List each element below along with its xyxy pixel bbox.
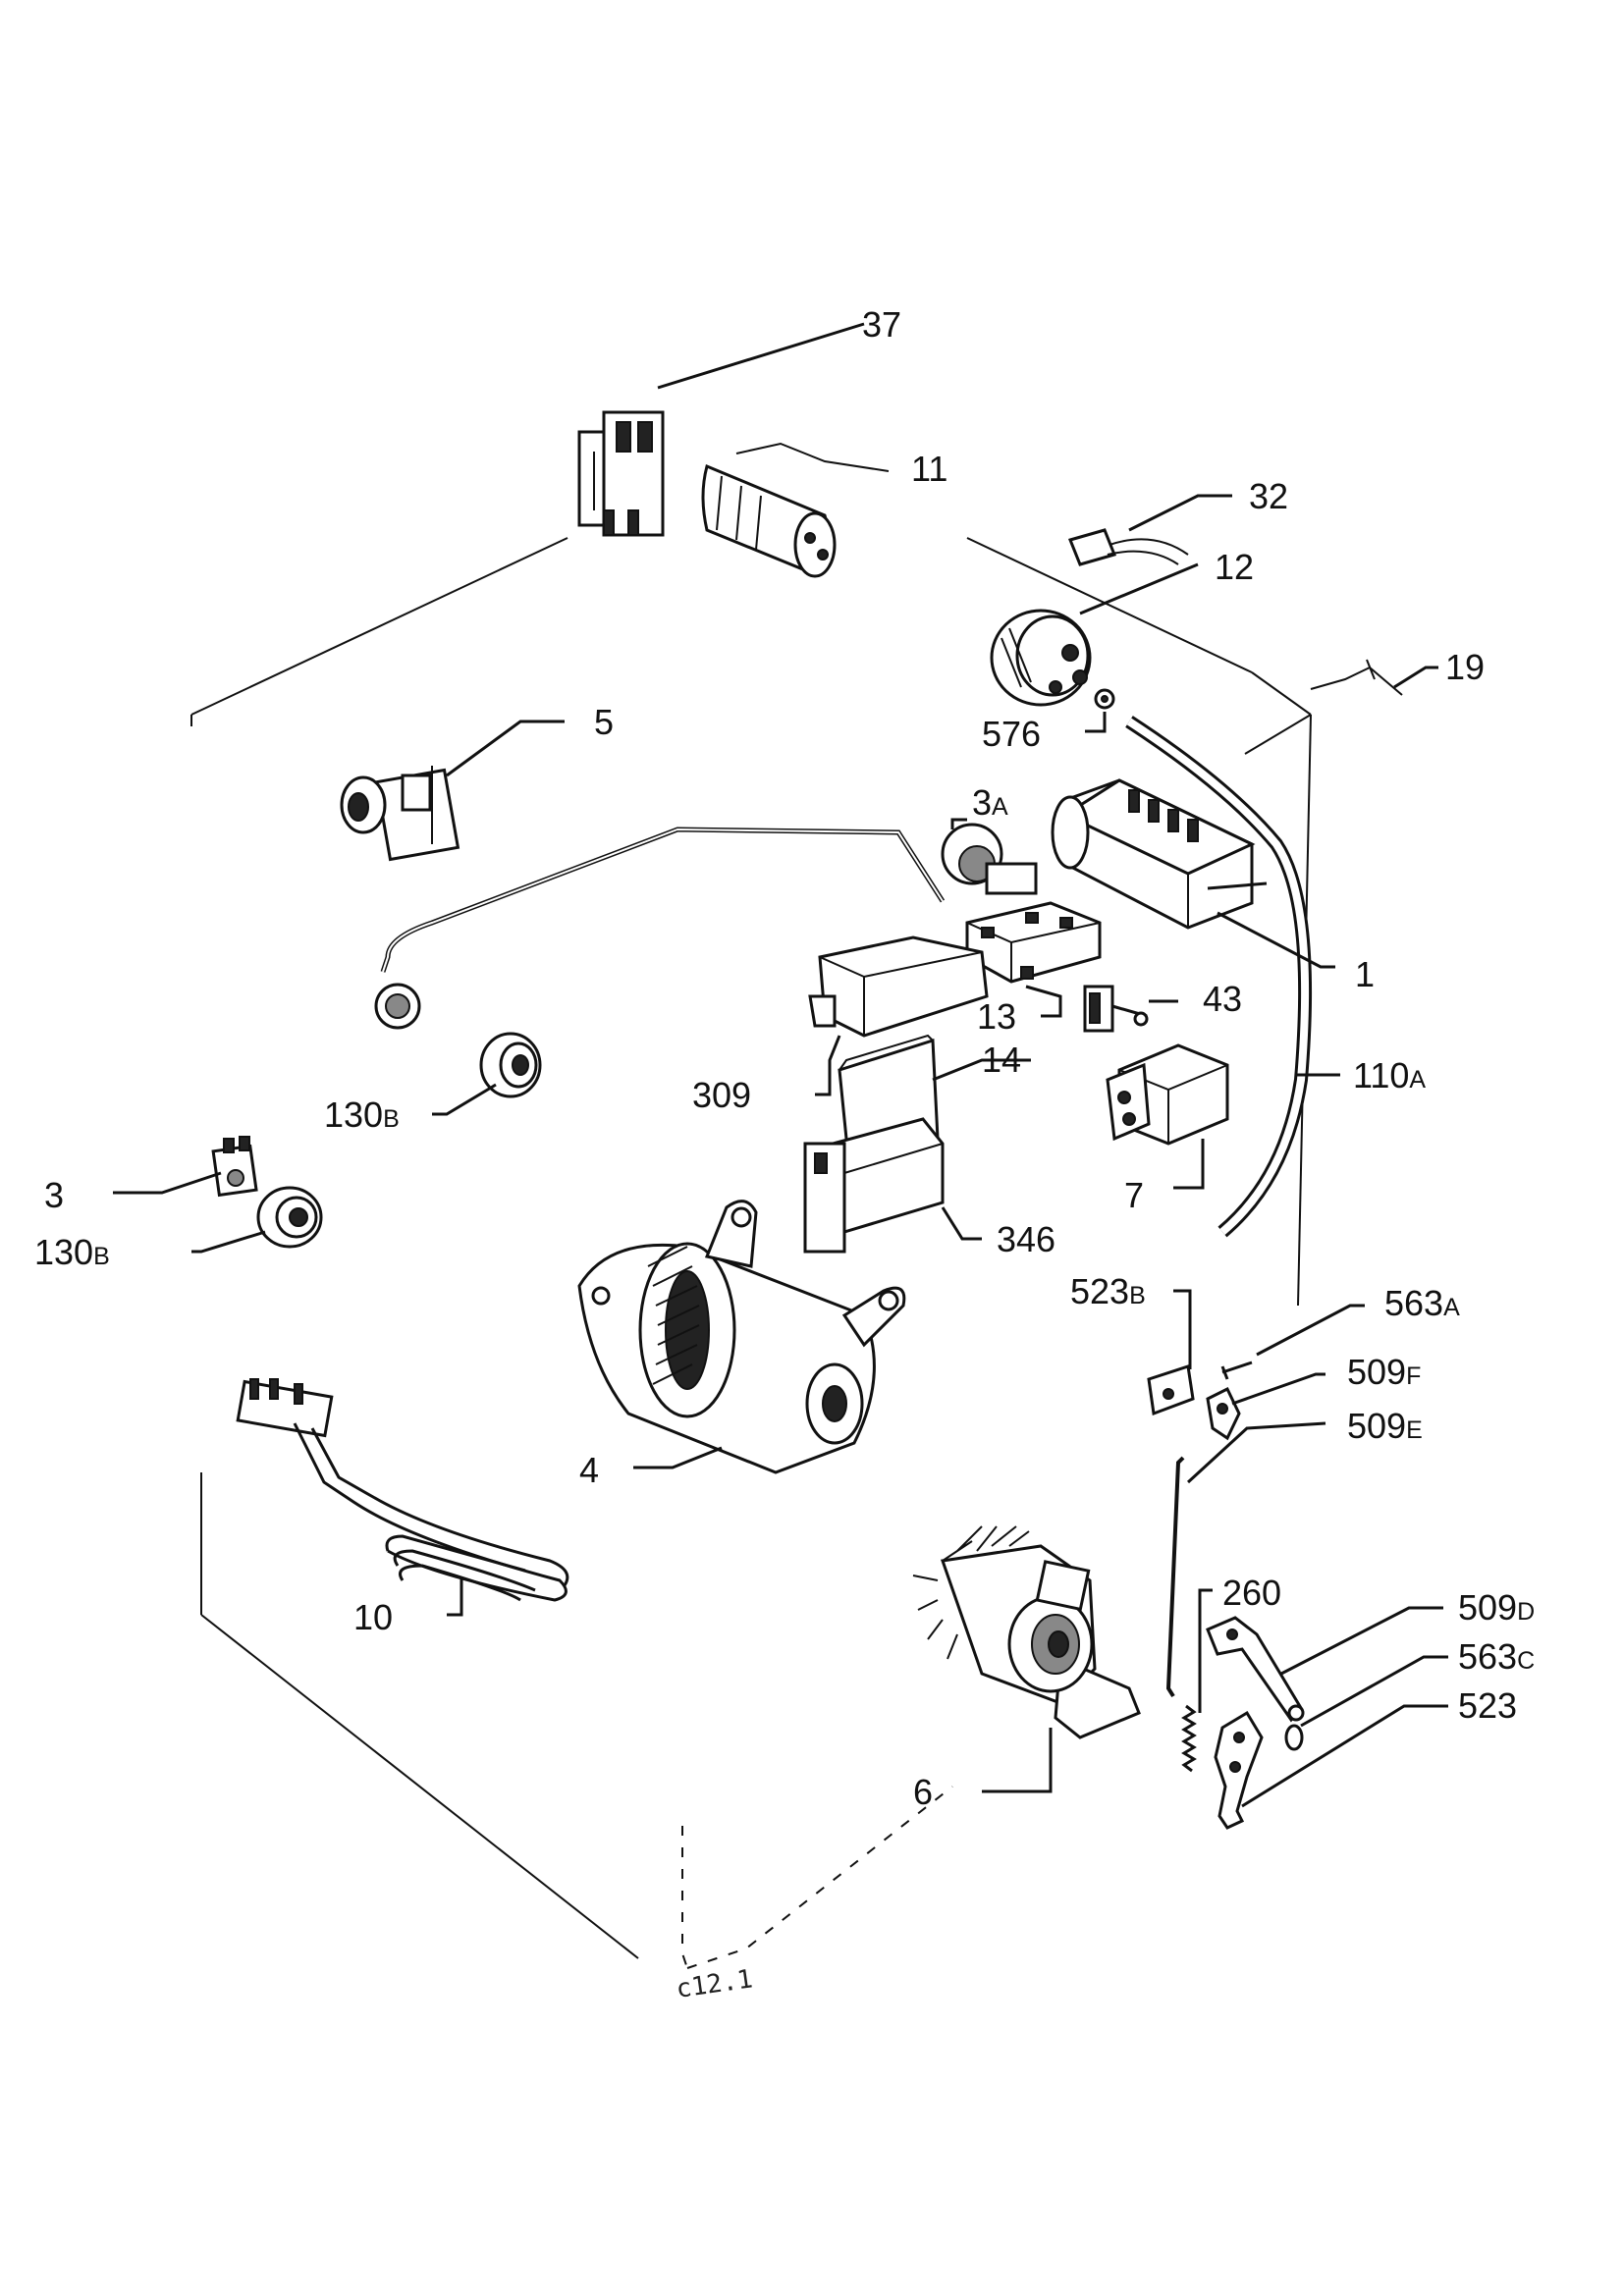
leader-6 (982, 1728, 1053, 1793)
part-37-door-interlock (577, 410, 665, 537)
label-43: 43 (1203, 979, 1242, 1019)
label-7: 7 (1124, 1175, 1144, 1215)
leader-10 (447, 1578, 463, 1617)
label-509e: 509E (1347, 1406, 1423, 1446)
label-6: 6 (913, 1772, 933, 1812)
part-10-heating-element (236, 1378, 569, 1602)
leader-12 (1079, 562, 1199, 615)
part-309-cover (808, 935, 989, 1038)
part-509e-rod (1165, 1456, 1185, 1698)
label-5: 5 (594, 702, 614, 742)
part-4-motor (577, 1200, 906, 1474)
part-130b-grommet-1 (479, 1032, 542, 1098)
label-14: 14 (982, 1040, 1021, 1080)
label-13: 13 (977, 996, 1016, 1037)
leader-346 (941, 1206, 982, 1241)
part-509f-lever (1206, 1386, 1241, 1441)
part-19-bracket (1310, 659, 1403, 696)
leader-509d (1280, 1606, 1443, 1676)
label-130b-2: 130B (34, 1232, 110, 1272)
part-11-capacitor (701, 463, 837, 578)
leader-509f (1231, 1372, 1325, 1406)
part-509d-lever-arm (1206, 1616, 1305, 1723)
label-346: 346 (997, 1219, 1055, 1259)
part-523b-catch (1147, 1364, 1195, 1416)
label-3: 3 (44, 1175, 64, 1215)
label-509d: 509D (1458, 1587, 1535, 1628)
leader-32 (1128, 494, 1232, 532)
leader-563a (1256, 1304, 1365, 1357)
part-12-pressure-switch (990, 609, 1092, 707)
label-576: 576 (982, 714, 1041, 754)
part-130b-grommet-2 (256, 1186, 323, 1249)
label-260: 260 (1222, 1573, 1281, 1613)
label-37: 37 (862, 304, 901, 345)
label-563c: 563C (1458, 1636, 1535, 1677)
label-110a: 110A (1353, 1055, 1426, 1095)
part-7-suppressor (1106, 1043, 1229, 1146)
label-563a: 563A (1384, 1283, 1460, 1323)
label-3a: 3A (972, 782, 1008, 823)
leader-523b (1173, 1289, 1192, 1369)
label-32: 32 (1249, 476, 1288, 516)
leader-13 (1025, 985, 1062, 1018)
part-260-spring (1181, 1704, 1197, 1773)
leader-11 (735, 442, 890, 472)
label-523: 523 (1458, 1685, 1517, 1726)
label-11: 11 (911, 449, 947, 489)
label-309: 309 (692, 1075, 751, 1115)
leader-14 (932, 1058, 1031, 1082)
label-509f: 509F (1347, 1352, 1421, 1392)
part-1-timer (1051, 778, 1268, 930)
leader-130b-2 (191, 1230, 266, 1254)
leader-309 (815, 1035, 841, 1096)
leader-130b-1 (432, 1083, 497, 1116)
leader-576 (1085, 712, 1107, 733)
leader-1 (1217, 911, 1335, 969)
label-130b-1: 130B (324, 1095, 400, 1135)
part-576-nut (1094, 688, 1115, 710)
leader-260 (1198, 1588, 1213, 1713)
leader-3a (950, 818, 967, 829)
leader-37 (657, 322, 865, 390)
label-523b: 523B (1070, 1271, 1146, 1311)
leader-5 (446, 720, 565, 777)
part-346-housing (803, 1117, 945, 1254)
label-1: 1 (1355, 954, 1375, 994)
part-5-thermostat (340, 766, 460, 862)
part-43-switch (1083, 985, 1149, 1033)
leader-563c (1300, 1655, 1448, 1728)
leader-19 (1393, 666, 1438, 689)
part-523-catch-lever (1214, 1710, 1264, 1830)
drawing-reference-code: c12.1 (675, 1964, 755, 2004)
part-3a-thermostat (941, 823, 1038, 895)
leader-509e (1186, 1421, 1326, 1484)
part-capillary-tube (374, 827, 946, 1030)
part-32-clip (1067, 528, 1189, 566)
label-12: 12 (1215, 547, 1254, 587)
label-19: 19 (1445, 647, 1485, 687)
leader-4 (633, 1446, 723, 1469)
leader-7 (1173, 1139, 1205, 1190)
label-10: 10 (353, 1597, 393, 1637)
leader-523 (1241, 1704, 1448, 1808)
part-563a-pin (1220, 1361, 1253, 1380)
part-563c-pin (1284, 1724, 1304, 1751)
part-110a-hose (1125, 716, 1313, 1238)
part-13-switch-block (965, 901, 1102, 984)
part-6-drain-pump (912, 1525, 1141, 1739)
part-3-thermostat (211, 1136, 258, 1198)
label-4: 4 (579, 1450, 599, 1490)
leader-3 (113, 1171, 222, 1195)
